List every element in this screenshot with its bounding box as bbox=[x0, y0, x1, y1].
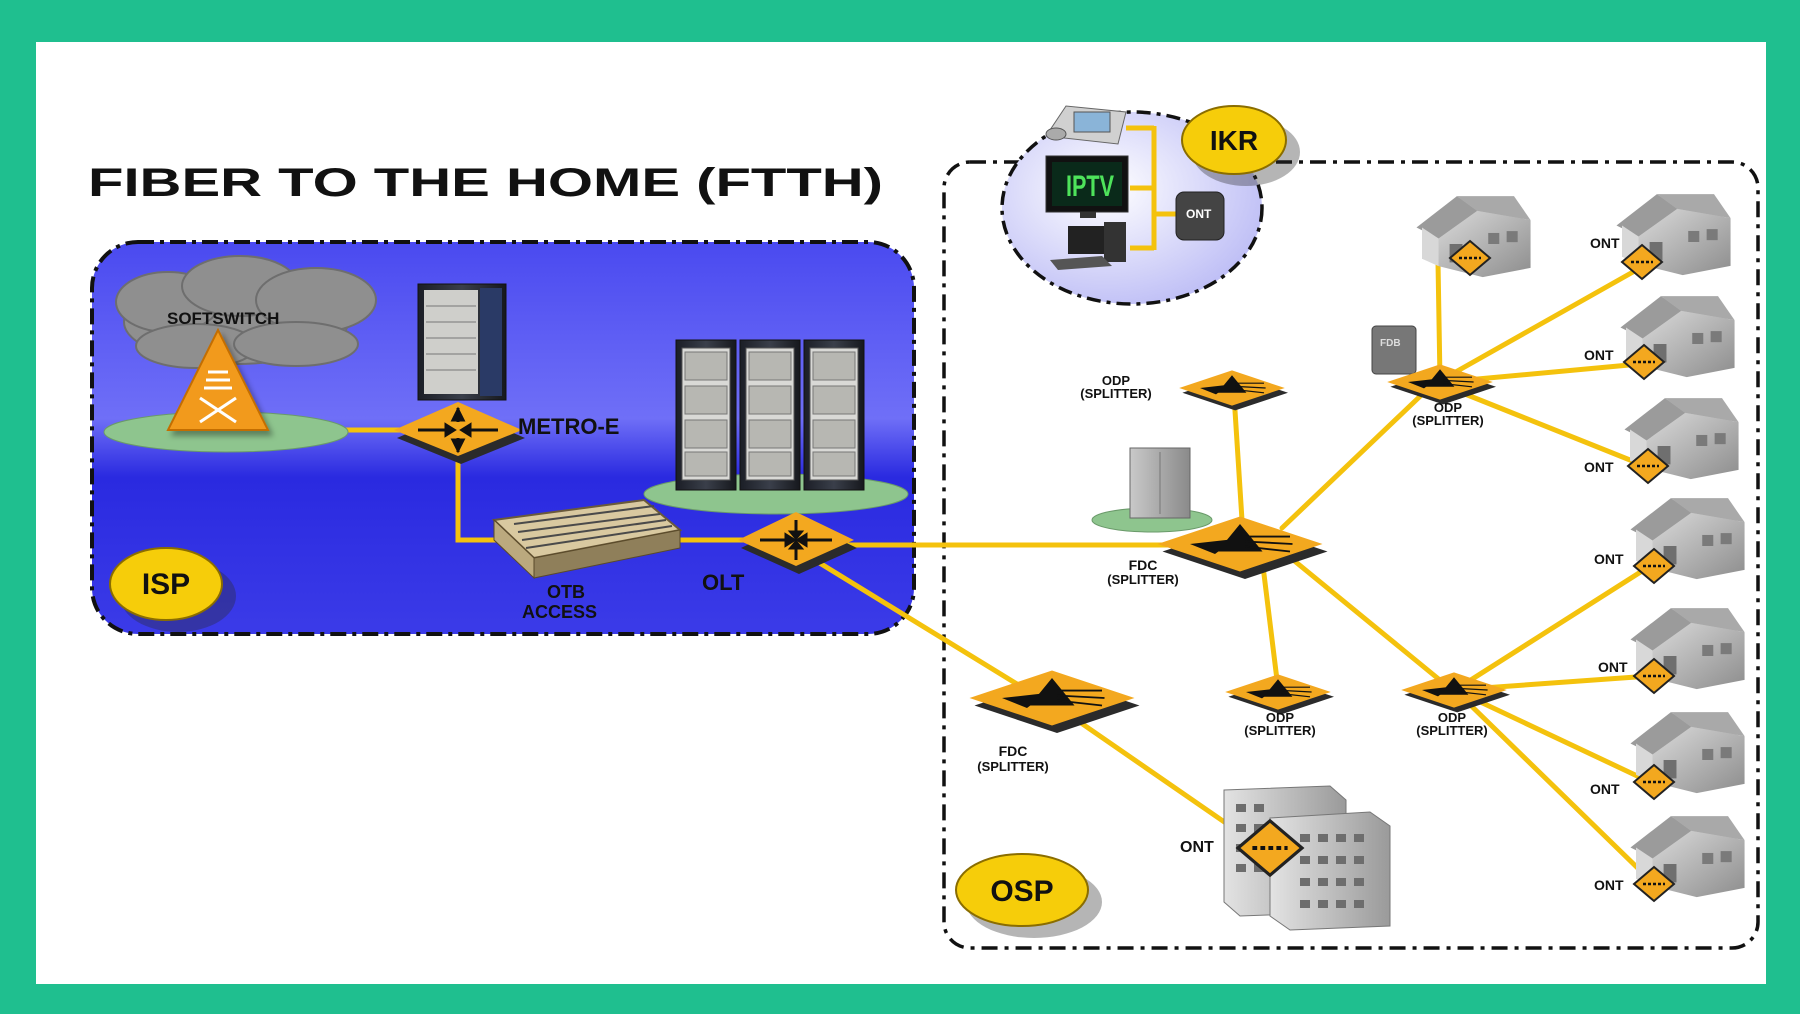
odp-mid-label: ODP bbox=[1266, 710, 1295, 725]
router-icon bbox=[738, 512, 857, 574]
otb-access: OTB ACCESS bbox=[491, 498, 683, 622]
olt-label: OLT bbox=[702, 570, 745, 595]
ont-label: ONT bbox=[1584, 347, 1614, 363]
house-right-1: ONT bbox=[1590, 194, 1731, 281]
fdc-main-sub: (SPLITTER) bbox=[1107, 572, 1179, 587]
softswitch-label: SOFTSWITCH bbox=[167, 309, 279, 328]
monitor-icon: IPTV bbox=[1045, 155, 1129, 218]
otb-label-line1: OTB bbox=[547, 582, 585, 602]
odp-mid-sub: (SPLITTER) bbox=[1244, 723, 1316, 738]
olt-node: OLT bbox=[702, 512, 857, 595]
ikr-label: IKR bbox=[1210, 125, 1258, 156]
ont-label: ONT bbox=[1584, 459, 1614, 475]
computer-icon bbox=[1050, 222, 1126, 270]
house-right-3: ONT bbox=[1584, 398, 1739, 485]
odp-rt-sub: (SPLITTER) bbox=[1412, 413, 1484, 428]
otb-label-line2: ACCESS bbox=[522, 602, 597, 622]
otb-icon bbox=[491, 498, 683, 580]
metro-e-router: METRO-E bbox=[394, 402, 619, 464]
odp-rb-label: ODP bbox=[1438, 710, 1467, 725]
ont-device-icon: ONT bbox=[1175, 191, 1225, 241]
router-icon bbox=[394, 402, 525, 464]
fdc-main-label: FDC bbox=[1129, 557, 1158, 573]
ikr-ont-label: ONT bbox=[1186, 207, 1212, 221]
building-icon bbox=[1223, 785, 1391, 931]
olt-rack-icon bbox=[675, 339, 865, 491]
house-right-4: ONT bbox=[1594, 498, 1745, 585]
isp-badge: ISP bbox=[109, 547, 236, 632]
house-right-2: ONT bbox=[1584, 296, 1735, 381]
fdc-lower-sub: (SPLITTER) bbox=[977, 759, 1049, 774]
house-right-6: ONT bbox=[1590, 712, 1745, 801]
iptv-label: IPTV bbox=[1066, 170, 1114, 203]
metro-e-label: METRO-E bbox=[518, 414, 619, 439]
softswitch-icon bbox=[166, 327, 270, 431]
ont-label: ONT bbox=[1594, 877, 1624, 893]
odp-top-sub: (SPLITTER) bbox=[1080, 386, 1152, 401]
ont-label: ONT bbox=[1598, 659, 1628, 675]
splitter-fdc-main: FDC (SPLITTER) bbox=[1107, 515, 1329, 587]
ikr-zone: IPTV ONT IKR bbox=[1000, 105, 1300, 306]
house-right-7: ONT bbox=[1594, 816, 1745, 903]
cloud-icon bbox=[115, 255, 377, 369]
softswitch-node bbox=[103, 327, 349, 453]
splitter-odp-right-bottom: ODP (SPLITTER) bbox=[1400, 671, 1511, 738]
building-ont-label: ONT bbox=[1180, 839, 1214, 856]
osp-zone bbox=[942, 160, 1760, 950]
cabinet-icon bbox=[1091, 447, 1213, 533]
fdc-lower-label: FDC bbox=[999, 743, 1028, 759]
phone-icon bbox=[1045, 105, 1127, 145]
page-title: FIBER TO THE HOME (FTTH) bbox=[88, 161, 883, 205]
fdb-label: FDB bbox=[1380, 338, 1401, 349]
osp-badge: OSP bbox=[955, 853, 1102, 938]
house-right-5: ONT bbox=[1598, 608, 1745, 695]
odp-rb-sub: (SPLITTER) bbox=[1416, 723, 1488, 738]
splitter-odp-top: ODP (SPLITTER) bbox=[1080, 369, 1289, 411]
odp-top-label: ODP bbox=[1102, 373, 1131, 388]
osp-label: OSP bbox=[990, 875, 1053, 908]
ont-label: ONT bbox=[1590, 235, 1620, 251]
softswitch-cloud: SOFTSWITCH bbox=[115, 255, 377, 369]
fdb-box: FDB bbox=[1371, 325, 1417, 375]
splitter-fdc-lower: FDC (SPLITTER) bbox=[968, 669, 1141, 774]
splitter-odp-middle: ODP (SPLITTER) bbox=[1224, 673, 1335, 738]
server-rack-icon bbox=[417, 283, 507, 401]
odp-rt-label: ODP bbox=[1434, 400, 1463, 415]
splitter-odp-right-top: ODP (SPLITTER) bbox=[1386, 363, 1497, 428]
ont-label: ONT bbox=[1594, 551, 1624, 567]
olt-racks bbox=[643, 339, 909, 515]
ont-label: ONT bbox=[1590, 781, 1620, 797]
isp-label: ISP bbox=[142, 568, 190, 601]
